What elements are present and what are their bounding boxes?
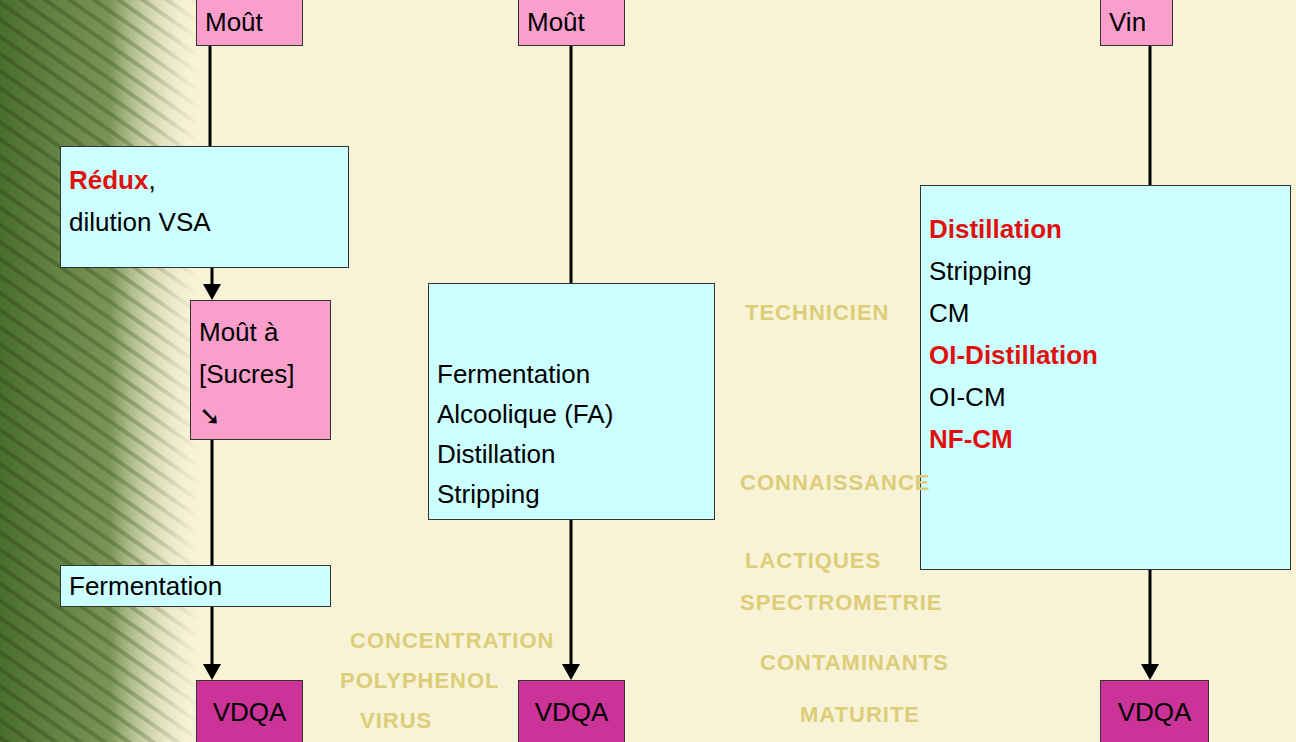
connector-line <box>211 607 214 666</box>
connector-line <box>1149 46 1152 185</box>
connector-line <box>209 46 212 146</box>
input-box: Moût <box>518 0 625 46</box>
vineyard-photo <box>0 0 200 742</box>
connector-line <box>570 46 573 283</box>
process-box: Fermentation <box>60 565 331 607</box>
watermark-word: SPECTROMETRIE <box>740 590 942 616</box>
node-text: , <box>148 165 155 195</box>
flow-connector <box>210 46 211 146</box>
flow-connector <box>571 46 572 283</box>
connector-line <box>1149 570 1152 666</box>
node-text: OI-CM <box>929 376 1282 418</box>
node-text: VDQA <box>527 691 616 733</box>
watermark-word: LACTIQUES <box>745 548 881 574</box>
node-text: Distillation <box>929 208 1282 250</box>
node-text: OI-Distillation <box>929 334 1282 376</box>
node-text: Moût <box>527 1 616 43</box>
state-box: Moût à [Sucres] ➘ <box>190 300 331 440</box>
flow-connector <box>203 607 221 680</box>
node-text: Moût <box>205 1 294 43</box>
node-text: Distillation <box>437 434 706 474</box>
arrowhead <box>562 664 580 680</box>
process-box: Fermentation Alcoolique (FA)Distillation… <box>428 283 715 520</box>
arrowhead <box>1141 664 1159 680</box>
arrowhead <box>203 284 221 300</box>
flow-connector <box>562 520 580 680</box>
node-text: NF-CM <box>929 418 1282 460</box>
node-text: VDQA <box>205 691 294 733</box>
node-text: Fermentation <box>69 568 322 604</box>
watermark-word: MATURITE <box>800 702 920 728</box>
input-box: Moût <box>196 0 303 46</box>
flow-connector <box>1150 46 1151 185</box>
flow-connector <box>1141 570 1159 680</box>
connector-line <box>211 268 214 286</box>
process-box: Rédux, dilution VSA <box>60 146 349 268</box>
watermark-word: VIRUS <box>360 708 432 734</box>
flow-connector <box>212 440 213 565</box>
watermark-word: CONNAISSANCE <box>740 470 930 496</box>
node-text: CM <box>929 292 1282 334</box>
connector-line <box>570 520 573 666</box>
node-text: Stripping <box>437 474 706 514</box>
node-text: VDQA <box>1109 691 1200 733</box>
flow-connector <box>203 268 221 300</box>
watermark-word: POLYPHENOL <box>340 668 500 694</box>
node-text: Moût à [Sucres] ➘ <box>199 311 322 437</box>
watermark-word: CONCENTRATION <box>350 628 554 654</box>
output-box: VDQA <box>196 680 303 742</box>
arrowhead <box>203 664 221 680</box>
output-box: VDQA <box>518 680 625 742</box>
node-text: Fermentation Alcoolique (FA) <box>437 354 706 434</box>
watermark-word: CONTAMINANTS <box>760 650 949 676</box>
connector-line <box>211 440 214 565</box>
node-text: dilution VSA <box>69 201 340 243</box>
node-text: Stripping <box>929 250 1282 292</box>
watermark-word: TECHNICIEN <box>745 300 889 326</box>
process-box: DistillationStrippingCMOI-DistillationOI… <box>920 185 1291 570</box>
output-box: VDQA <box>1100 680 1209 742</box>
node-text: Rédux <box>69 165 148 195</box>
node-text: Vin <box>1109 1 1164 43</box>
input-box: Vin <box>1100 0 1173 46</box>
